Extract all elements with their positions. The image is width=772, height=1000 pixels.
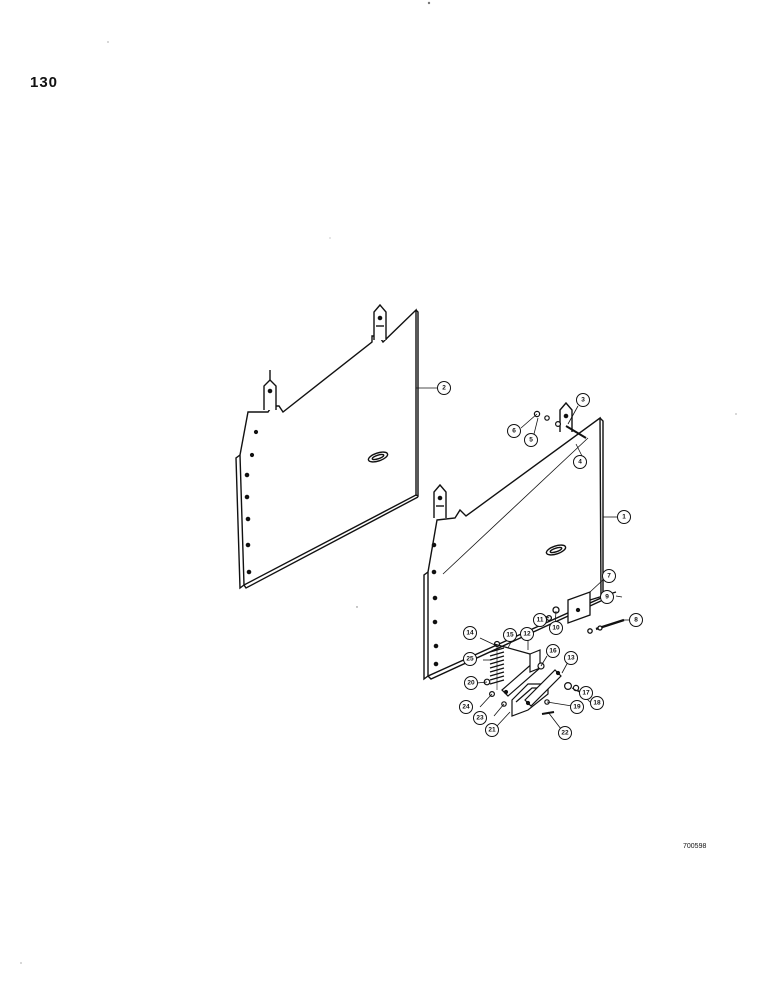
drawing-code: 700598: [683, 843, 707, 850]
svg-text:2: 2: [442, 385, 446, 392]
upper-pin-hardware: [533, 410, 561, 428]
callout-9: 9: [600, 590, 614, 604]
svg-text:9: 9: [605, 594, 609, 601]
callout-24: 24: [459, 700, 473, 714]
svg-text:15: 15: [506, 632, 514, 639]
scan-specks: [20, 1, 737, 964]
svg-text:11: 11: [537, 617, 544, 624]
callout-5: 5: [524, 433, 538, 447]
callout-8: 8: [629, 613, 643, 627]
svg-text:23: 23: [476, 715, 484, 722]
svg-text:18: 18: [593, 700, 601, 707]
svg-text:4: 4: [578, 459, 582, 466]
svg-text:20: 20: [467, 680, 475, 687]
callout-20: 20: [464, 676, 478, 690]
svg-text:6: 6: [512, 428, 516, 435]
callout-13: 13: [564, 651, 578, 665]
svg-text:10: 10: [552, 625, 560, 632]
callout-18: 18: [590, 696, 604, 710]
svg-text:21: 21: [488, 727, 496, 734]
callout-14: 14: [463, 626, 477, 640]
callout-3: 3: [576, 393, 590, 407]
svg-text:19: 19: [573, 704, 581, 711]
svg-text:7: 7: [607, 573, 611, 580]
left-door-panel: [235, 303, 419, 590]
callout-4: 4: [573, 455, 587, 469]
svg-text:5: 5: [529, 437, 533, 444]
svg-text:8: 8: [634, 617, 638, 624]
callout-16: 16: [546, 644, 560, 658]
callout-23: 23: [473, 711, 487, 725]
svg-text:25: 25: [466, 656, 474, 663]
callout-21: 21: [485, 723, 499, 737]
svg-text:3: 3: [581, 397, 585, 404]
callout-22: 22: [558, 726, 572, 740]
callout-1: 1: [617, 510, 631, 524]
callout-12: 12: [520, 627, 534, 641]
latch-bolt: [587, 618, 625, 634]
callout-17: 17: [579, 686, 593, 700]
callout-19: 19: [570, 700, 584, 714]
callout-7: 7: [602, 569, 616, 583]
callout-10: 10: [549, 621, 563, 635]
svg-text:17: 17: [582, 690, 590, 697]
spring-assembly: [483, 640, 580, 717]
callout-2: 2: [437, 381, 451, 395]
svg-text:13: 13: [567, 655, 575, 662]
page-number: 130: [30, 74, 59, 91]
callout-11: 11: [533, 613, 547, 627]
callout-15: 15: [503, 628, 517, 642]
svg-text:16: 16: [549, 648, 557, 655]
svg-text:14: 14: [466, 630, 474, 637]
svg-text:22: 22: [561, 730, 569, 737]
svg-text:12: 12: [523, 631, 531, 638]
callout-25: 25: [463, 652, 477, 666]
svg-text:24: 24: [462, 704, 470, 711]
callout-6: 6: [507, 424, 521, 438]
svg-text:1: 1: [622, 514, 626, 521]
